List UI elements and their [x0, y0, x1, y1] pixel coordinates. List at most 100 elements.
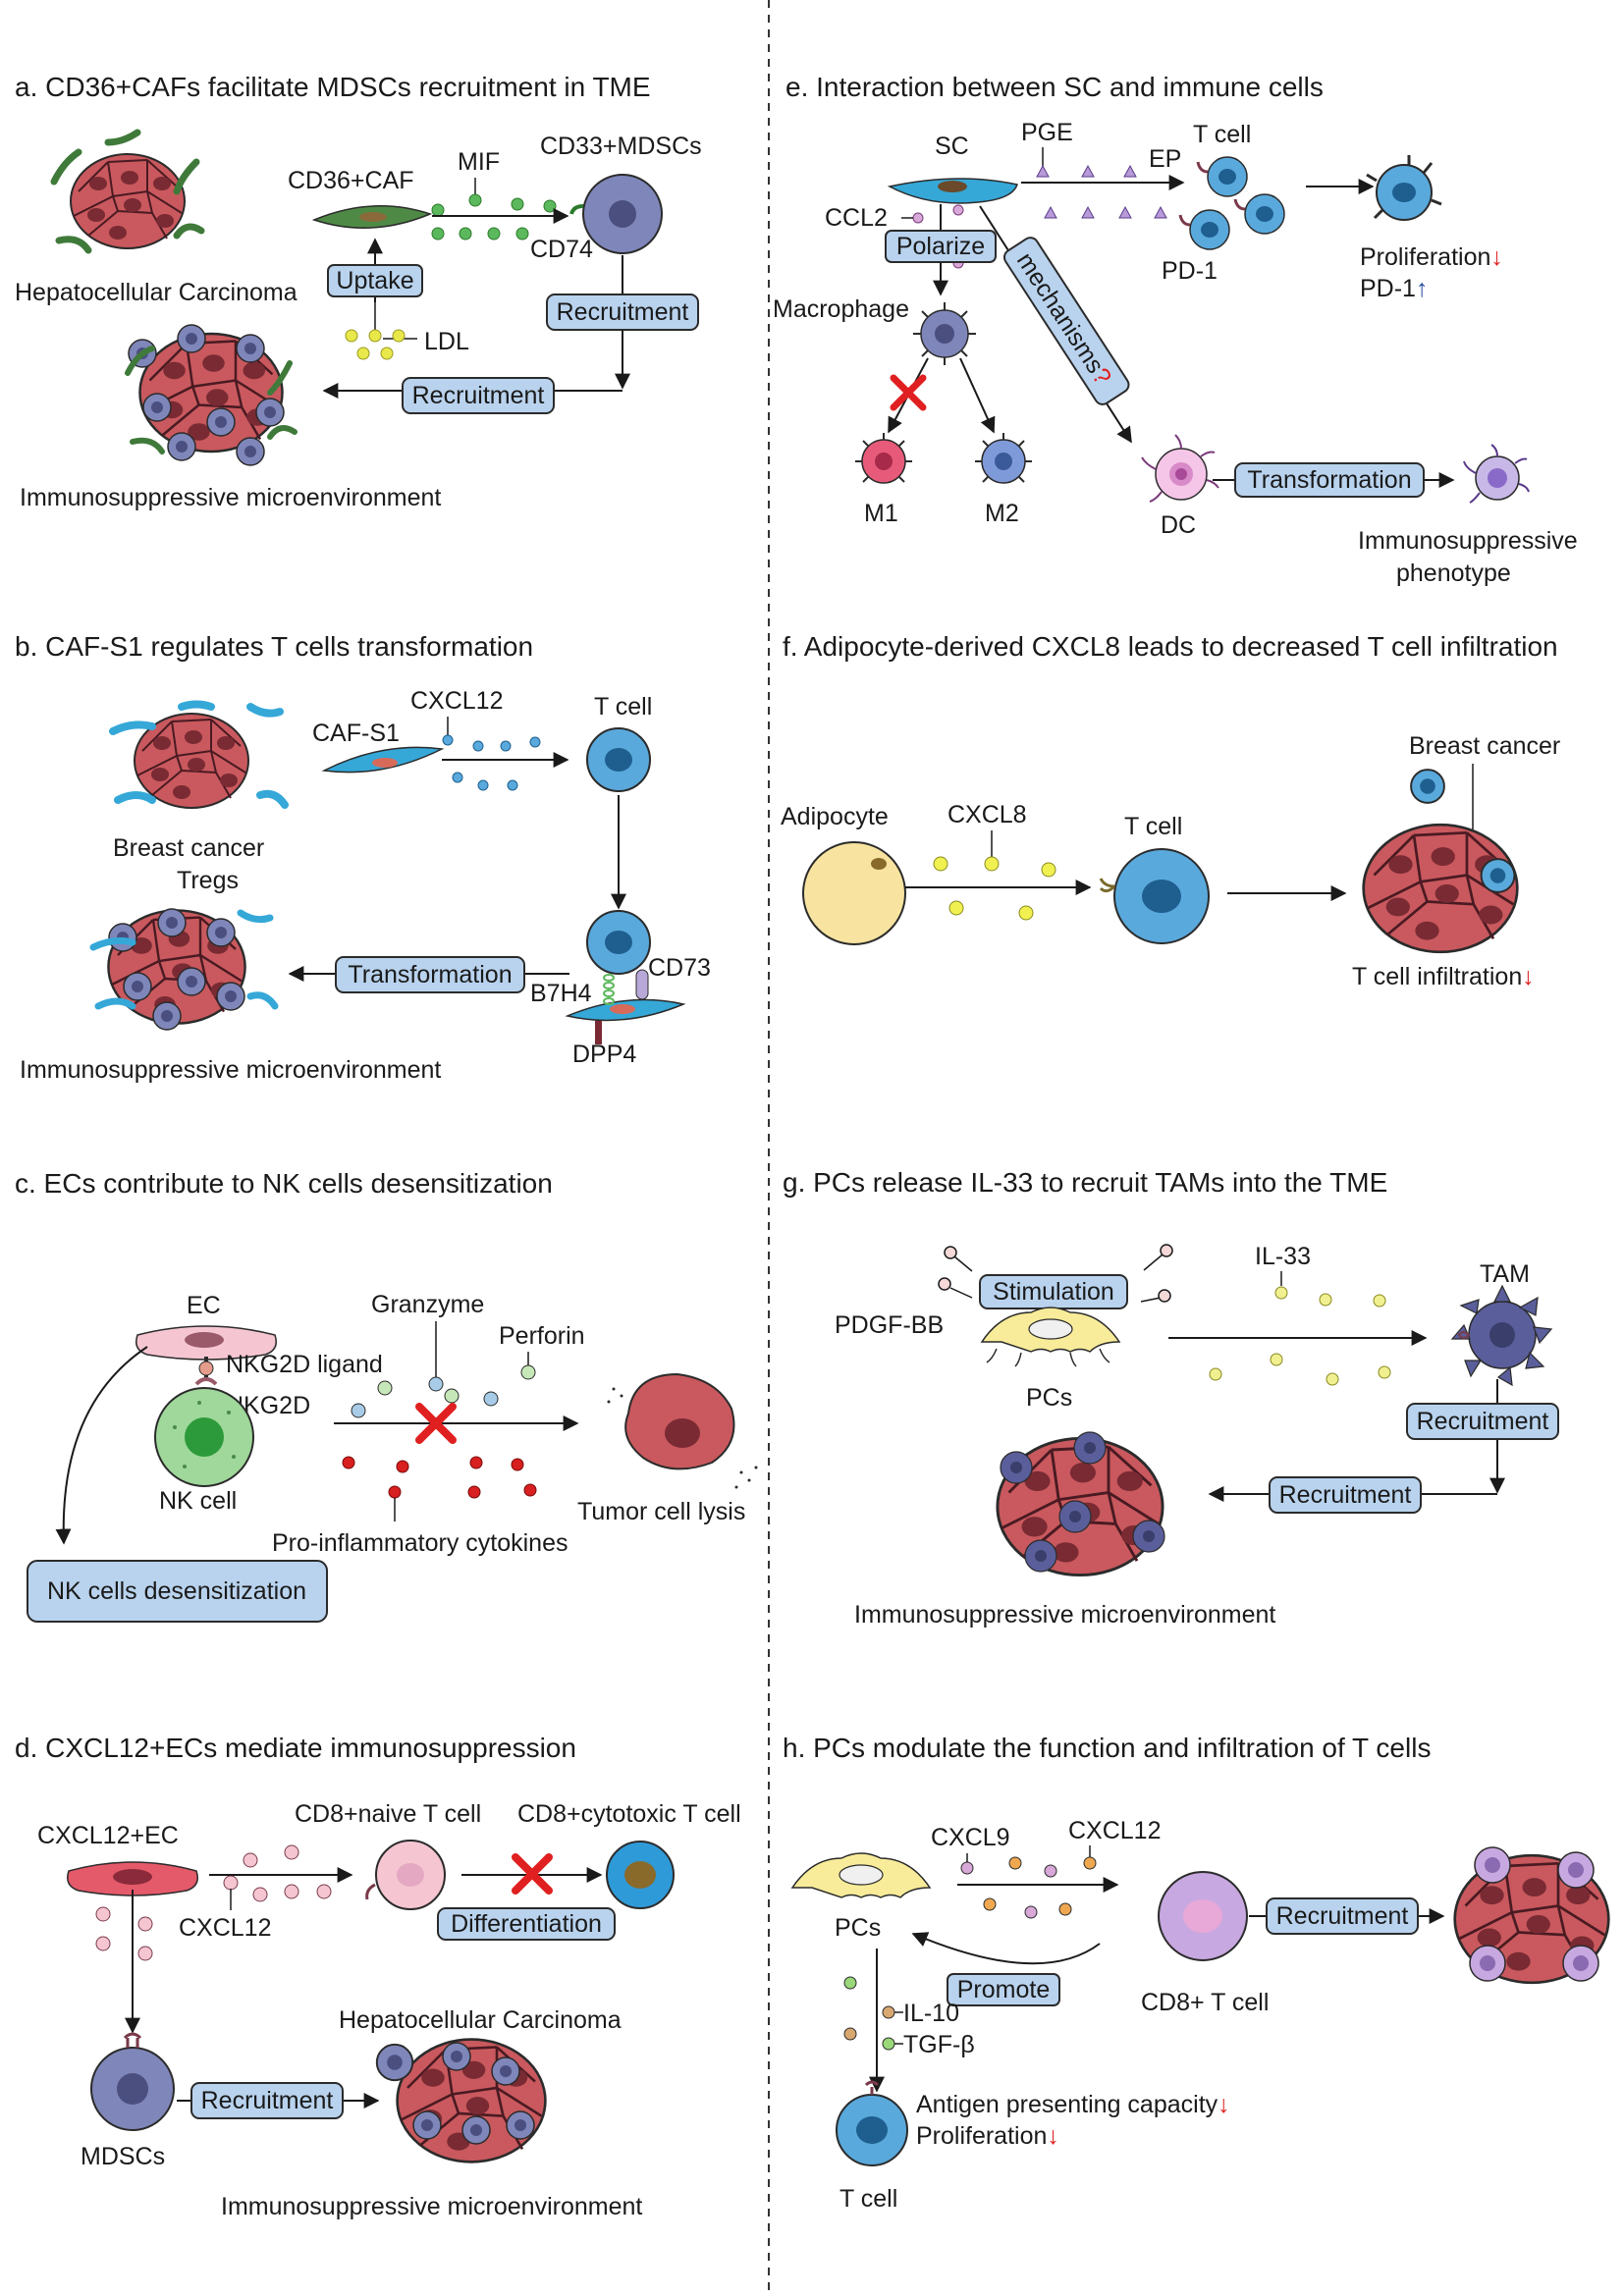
tgfb-label: TGF-β	[903, 2031, 975, 2058]
il33-dots	[1209, 1286, 1391, 1386]
nk-cell-label: NK cell	[159, 1487, 237, 1515]
tcell-label-f: T cell	[1124, 813, 1182, 840]
mechanisms-label: mechanisms?	[1002, 237, 1130, 405]
panel-d-title: d. CXCL12+ECs mediate immunosuppression	[15, 1733, 576, 1763]
bc-label-f: Breast cancer	[1409, 732, 1560, 760]
nkg2d-ligand-label: NKG2D ligand	[226, 1351, 383, 1378]
dpp4-label: DPP4	[572, 1041, 636, 1068]
cd8-cytotoxic-label: CD8+cytotoxic T cell	[517, 1800, 741, 1828]
dc-label: DC	[1161, 511, 1196, 539]
ime-label-g: Immunosuppressive microenvironment	[854, 1601, 1275, 1629]
breast-tumor-b	[109, 700, 289, 809]
cxcl12-label-d: CXCL12	[179, 1914, 272, 1942]
perforin-label: Perforin	[499, 1322, 585, 1350]
cxcl12-label-h: CXCL12	[1068, 1817, 1162, 1844]
mif-dots	[431, 193, 557, 240]
m2-label: M2	[985, 500, 1019, 527]
sc-cell	[887, 178, 1018, 204]
recruitment-box-g2: Recruitment	[1269, 1476, 1422, 1514]
nk-cell	[154, 1387, 254, 1487]
panel-f-title: f. Adipocyte-derived CXCL8 leads to decr…	[783, 631, 1558, 662]
svg-text:Recruitment: Recruitment	[1279, 1481, 1412, 1509]
mdsc-cell-d	[90, 2032, 175, 2131]
macrophage-label: Macrophage	[773, 295, 909, 323]
cd8-naive-label: CD8+naive T cell	[295, 1800, 481, 1828]
pdgf-label: PDGF-BB	[835, 1311, 944, 1339]
panel-f: f. Adipocyte-derived CXCL8 leads to decr…	[781, 631, 1560, 990]
polarize-box: Polarize	[885, 230, 997, 263]
recruitment-box-a2: Recruitment	[402, 377, 555, 414]
svg-text:NK cells desensitization: NK cells desensitization	[47, 1577, 306, 1605]
panel-c: c. ECs contribute to NK cells desensitiz…	[15, 1168, 758, 1623]
hcc-label-a: Hepatocellular Carcinoma	[15, 279, 298, 306]
nk-desens-box: NK cells desensitization	[27, 1560, 328, 1623]
cd8-naive-cell	[365, 1840, 446, 1910]
tumor-cd8-h	[1453, 1846, 1610, 1985]
stimulation-box: Stimulation	[979, 1274, 1128, 1309]
macrophage-cell	[913, 302, 976, 365]
uptake-box: Uptake	[327, 264, 423, 297]
ime-tumor-a	[125, 324, 298, 466]
ldl-dots	[345, 329, 406, 360]
panel-h-title: h. PCs modulate the function and infiltr…	[783, 1733, 1431, 1763]
cd8-cell-h	[1158, 1871, 1248, 1961]
svg-text:Stimulation: Stimulation	[993, 1278, 1114, 1306]
breast-tumor-f	[1362, 769, 1519, 954]
tcell-b	[586, 727, 651, 792]
svg-text:Transformation: Transformation	[348, 961, 512, 988]
adipocyte-cell	[802, 841, 906, 945]
tcell-treg-b	[586, 910, 651, 975]
pd1-up-label: PD-1↑	[1360, 275, 1428, 302]
tcell-label-b: T cell	[594, 693, 652, 721]
bc-label-b: Breast cancer	[113, 834, 264, 862]
ime-label-a: Immunosuppressive microenvironment	[20, 484, 441, 511]
cxcl12-dots-d	[95, 1844, 332, 1961]
tregs-label: Tregs	[177, 867, 239, 894]
immpheno-label-2: phenotype	[1396, 560, 1511, 587]
lysed-tumor-cell	[607, 1372, 758, 1489]
ccl2-label: CCL2	[825, 204, 888, 232]
block-x-d	[512, 1853, 553, 1895]
caf-label-a: CD36+CAF	[288, 167, 414, 194]
svg-text:Polarize: Polarize	[896, 233, 985, 260]
svg-text:Recruitment: Recruitment	[412, 382, 545, 409]
svg-text:Recruitment: Recruitment	[201, 2087, 334, 2114]
ec-cell-c	[135, 1325, 277, 1386]
recruitment-box-a1: Recruitment	[546, 294, 699, 331]
panel-e: e. Interaction between SC and immune cel…	[773, 72, 1578, 587]
mdsc-label-d: MDSCs	[81, 2143, 165, 2170]
tcell-label-h: T cell	[839, 2185, 897, 2213]
cxcl12-ec-cell	[67, 1861, 198, 1896]
sc-label: SC	[935, 133, 969, 160]
cxcl9-label: CXCL9	[931, 1824, 1010, 1851]
recruitment-box-h: Recruitment	[1266, 1897, 1419, 1935]
cd8-label-h: CD8+ T cell	[1141, 1989, 1269, 2016]
ime-tumor-d	[375, 2038, 547, 2163]
svg-text:Promote: Promote	[957, 1976, 1050, 2003]
recruitment-box-g1: Recruitment	[1406, 1403, 1559, 1440]
mdsc-label-a: CD33+MDSCs	[540, 133, 702, 160]
svg-text:Recruitment: Recruitment	[557, 298, 689, 326]
pge-triangles	[1036, 164, 1167, 219]
block-x-e	[890, 374, 927, 411]
panel-g-title: g. PCs release IL-33 to recruit TAMs int…	[783, 1167, 1387, 1198]
cd8-cytotoxic-cell	[606, 1841, 675, 1909]
cxcl8-label: CXCL8	[947, 801, 1027, 828]
tam-cell	[1450, 1284, 1553, 1387]
transformation-box-b: Transformation	[335, 956, 525, 993]
ime-label-d: Immunosuppressive microenvironment	[221, 2193, 642, 2220]
exhausted-tcell	[1366, 155, 1442, 221]
panel-e-title: e. Interaction between SC and immune cel…	[785, 72, 1324, 102]
differentiation-box: Differentiation	[437, 1907, 616, 1941]
panel-b-title: b. CAF-S1 regulates T cells transformati…	[15, 631, 533, 662]
m1-cell	[855, 433, 912, 484]
svg-text:Differentiation: Differentiation	[451, 1910, 602, 1938]
caf-s1-cell-receptors	[565, 969, 686, 1044]
m2-cell	[975, 433, 1032, 484]
promote-box: Promote	[947, 1973, 1060, 2006]
svg-text:Transformation: Transformation	[1247, 466, 1411, 494]
panel-c-title: c. ECs contribute to NK cells desensitiz…	[15, 1168, 553, 1199]
mif-label: MIF	[458, 148, 500, 176]
ime-tumor-g	[996, 1431, 1165, 1577]
